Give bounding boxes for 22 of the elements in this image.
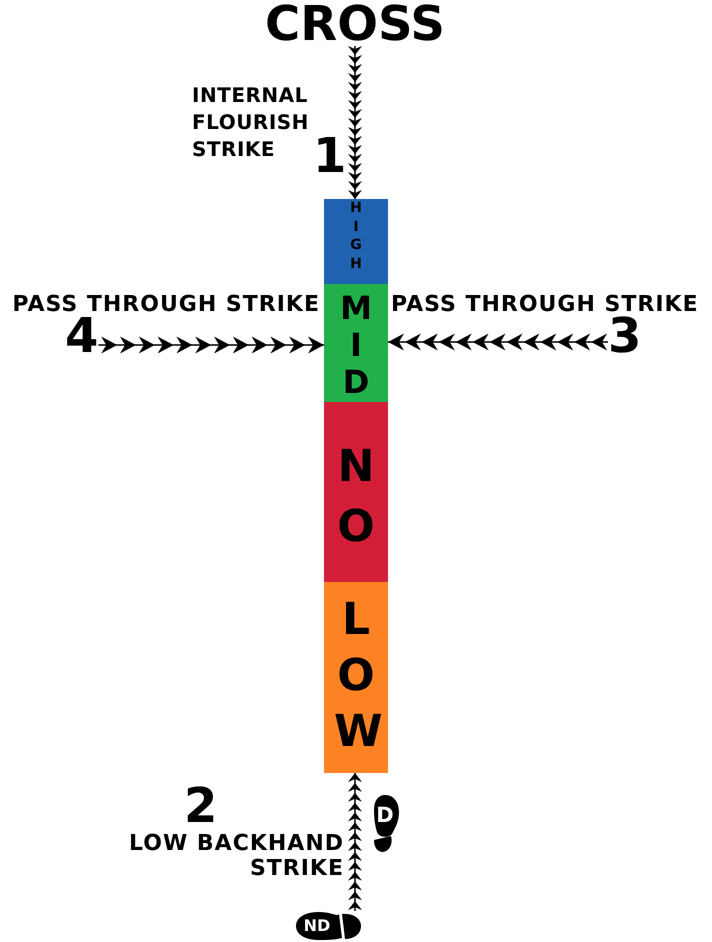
zone-label: HIGH xyxy=(349,199,363,273)
strike-label: PASS THROUGH STRIKE xyxy=(12,292,320,317)
strike-label: PASS THROUGH STRIKE xyxy=(391,292,699,317)
strike-number: 3 xyxy=(608,316,642,356)
zone-band xyxy=(324,402,388,582)
strike-label: LOW BACKHAND STRIKE xyxy=(128,831,344,881)
chevron-arrow xyxy=(388,336,608,348)
zone-label: NO xyxy=(336,440,376,554)
foot-label: ND xyxy=(302,918,332,934)
strike-label: INTERNAL FLOURISH STRIKE xyxy=(192,82,309,163)
strike-number: 2 xyxy=(184,786,218,826)
chevron-arrow xyxy=(350,773,360,911)
strike-number: 1 xyxy=(313,136,346,176)
zone-band xyxy=(324,582,388,773)
chevron-arrow xyxy=(98,340,324,350)
chevron-arrow xyxy=(350,46,360,199)
zone-band xyxy=(324,284,388,402)
title: CROSS xyxy=(265,0,445,48)
zone-label: MID xyxy=(340,290,372,401)
zone-band xyxy=(324,199,388,284)
foot-label: D xyxy=(375,804,395,826)
strike-number: 4 xyxy=(65,316,98,356)
